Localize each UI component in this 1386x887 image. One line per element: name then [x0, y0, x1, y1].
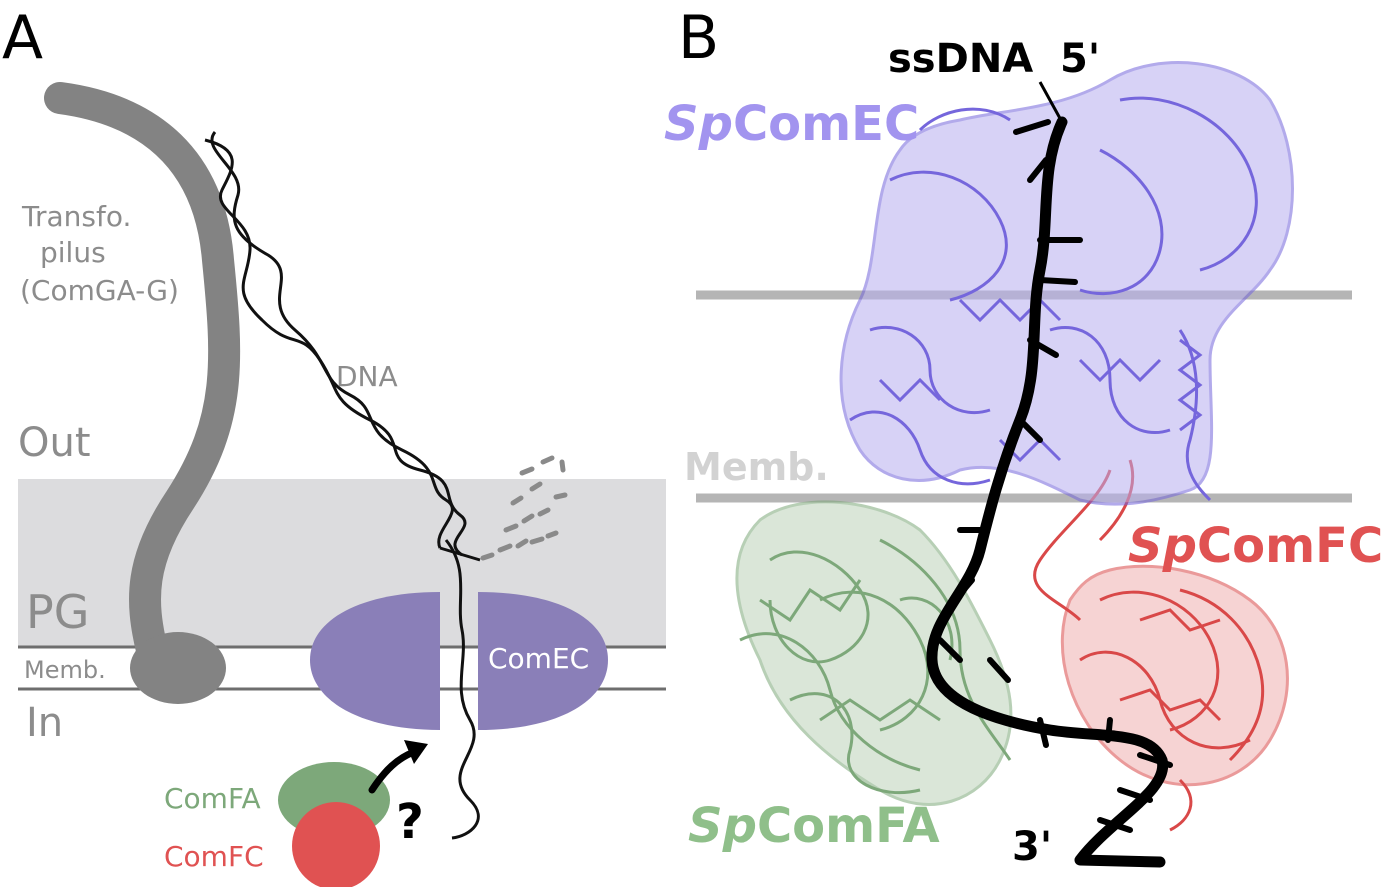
comec-label-b: SpComEC: [664, 96, 919, 152]
ssdna-label: ssDNA: [888, 36, 1033, 82]
strand-divergence: [439, 546, 481, 562]
pilus-base: [130, 632, 226, 704]
comec-right-half: [478, 592, 608, 730]
comec-prefix: Sp: [664, 96, 733, 152]
out-label: Out: [18, 420, 91, 466]
dna-strand-2: [210, 131, 454, 549]
comfc-blob: [292, 802, 380, 887]
dna-label: DNA: [336, 360, 398, 393]
pg-label: PG: [26, 585, 89, 639]
three-prime-label: 3': [1012, 824, 1052, 870]
comfa-prefix: Sp: [688, 798, 757, 854]
comfa-label-a: ComFA: [164, 782, 261, 815]
ssdna-entering-strand: [444, 539, 480, 840]
comec-label-a: ComEC: [488, 642, 589, 675]
comfa-structure: [735, 500, 1013, 806]
comfc-label-a: ComFC: [164, 840, 264, 873]
comfa-name: ComFA: [757, 798, 940, 854]
pilus-label-line1: Transfo.: [21, 200, 131, 233]
comec-name: ComEC: [733, 96, 919, 152]
pilus-label-line3: (ComGA-G): [20, 274, 179, 307]
memb-label-a: Memb.: [24, 656, 106, 684]
comfc-name: ComFC: [1197, 518, 1383, 574]
transformation-pilus: [44, 82, 241, 666]
panel-a-letter: A: [2, 3, 43, 73]
memb-label-b: Memb.: [684, 445, 829, 489]
comec-left-half: [310, 592, 440, 730]
comfa-label-b: SpComFA: [688, 798, 940, 854]
panel-a: A Transfo. pilus (ComGA-G) DNA Out PG Me…: [2, 3, 666, 887]
comfc-label-b: SpComFC: [1128, 518, 1383, 574]
degraded-strand-fragments: [480, 455, 568, 561]
panel-b: B ssDNA 5' 3' Memb. SpComEC SpComFC SpCo…: [664, 3, 1383, 870]
question-mark: ?: [396, 794, 424, 850]
import-arrow: [368, 748, 418, 794]
comfc-prefix: Sp: [1128, 518, 1197, 574]
pilus-label-line2: pilus: [40, 236, 106, 269]
ssdna-5prime-tail: [1038, 81, 1064, 123]
import-arrow-head: [404, 740, 428, 764]
five-prime-label: 5': [1060, 36, 1100, 82]
ssdna-backbone: [926, 116, 1169, 868]
in-label: In: [26, 700, 63, 746]
panel-b-letter: B: [678, 3, 719, 73]
ssdna-bases: [937, 119, 1173, 833]
